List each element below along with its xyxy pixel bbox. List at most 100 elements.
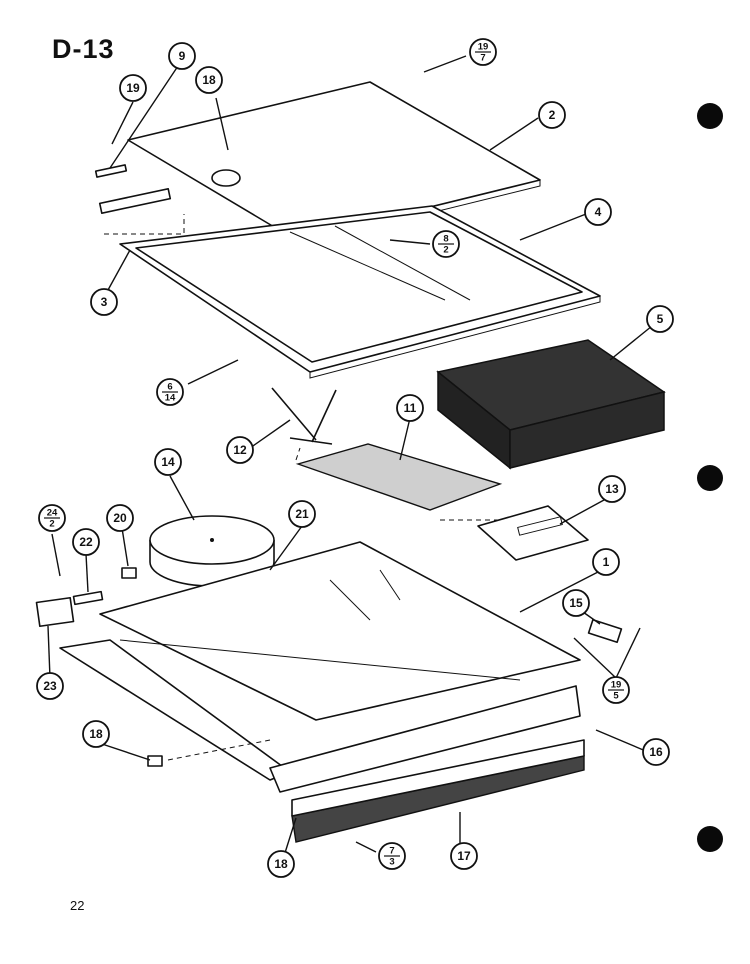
callout-circle bbox=[592, 548, 620, 576]
callout-circle bbox=[562, 589, 590, 617]
callout-fraction-bottom: 3 bbox=[389, 857, 394, 868]
callout-label: 9 bbox=[179, 49, 186, 63]
callout-c23: 23 bbox=[36, 672, 64, 700]
callout-label: 11 bbox=[404, 401, 417, 415]
callout-label: 17 bbox=[457, 849, 471, 863]
part-13-plate bbox=[477, 505, 589, 561]
diagram-title: D-13 bbox=[52, 34, 115, 64]
callout-circle bbox=[90, 288, 118, 316]
callout-fraction-bottom: 14 bbox=[165, 393, 176, 404]
callout-fraction-top: 19 bbox=[611, 680, 622, 691]
callout-c5: 5 bbox=[646, 305, 674, 333]
part-22-pin bbox=[72, 590, 104, 606]
callout-label: 18 bbox=[274, 857, 288, 871]
callout-c18a: 18 bbox=[195, 66, 223, 94]
callout-circle bbox=[168, 42, 196, 70]
callout-c19-7: 197 bbox=[469, 38, 497, 66]
callout-label: 22 bbox=[79, 535, 93, 549]
callout-c18c: 18 bbox=[267, 850, 295, 878]
callout-c19-5: 195 bbox=[602, 676, 630, 704]
callout-circle bbox=[642, 738, 670, 766]
callout-c15: 15 bbox=[562, 589, 590, 617]
callout-c8-2: 82 bbox=[432, 230, 460, 258]
callout-label: 2 bbox=[549, 108, 556, 122]
callout-c14: 14 bbox=[154, 448, 182, 476]
callout-circle bbox=[154, 448, 182, 476]
callout-c13: 13 bbox=[598, 475, 626, 503]
callout-c12: 12 bbox=[226, 436, 254, 464]
callout-fraction-top: 24 bbox=[47, 508, 58, 519]
part-15-hinge bbox=[587, 618, 623, 644]
part-17-grille bbox=[291, 739, 585, 843]
callout-fraction-bottom: 2 bbox=[443, 245, 448, 256]
part-5-filter-block bbox=[436, 339, 666, 470]
callout-c4: 4 bbox=[584, 198, 612, 226]
callout-circle bbox=[267, 850, 295, 878]
callout-fraction-bottom: 2 bbox=[49, 519, 54, 530]
callout-fraction-top: 19 bbox=[478, 42, 489, 53]
callout-circle bbox=[106, 504, 134, 532]
callout-c3: 3 bbox=[90, 288, 118, 316]
callout-label: 14 bbox=[161, 455, 175, 469]
callout-label: 18 bbox=[202, 73, 216, 87]
part-4-housing-frame bbox=[119, 205, 601, 379]
callout-c6-14: 614 bbox=[156, 378, 184, 406]
callout-c19a: 19 bbox=[119, 74, 147, 102]
callout-circle bbox=[288, 500, 316, 528]
part-3-bracket bbox=[94, 164, 172, 214]
callout-label: 20 bbox=[113, 511, 127, 525]
callout-c22: 22 bbox=[72, 528, 100, 556]
part-18-clip bbox=[211, 169, 241, 187]
callout-circle bbox=[538, 101, 566, 129]
callout-label: 23 bbox=[43, 679, 57, 693]
part-14-round-housing bbox=[149, 515, 275, 587]
leader-lines bbox=[47, 55, 653, 857]
part-16-base-frame bbox=[59, 639, 581, 793]
callout-circle bbox=[396, 394, 424, 422]
callout-fraction-top: 7 bbox=[389, 846, 394, 857]
callout-circle bbox=[82, 720, 110, 748]
callout-circle bbox=[226, 436, 254, 464]
callout-c18b: 18 bbox=[82, 720, 110, 748]
callout-label: 19 bbox=[126, 81, 140, 95]
callout-label: 5 bbox=[657, 312, 664, 326]
callout-c7-3: 73 bbox=[378, 842, 406, 870]
binder-hole-bottom bbox=[697, 826, 723, 852]
callout-c2: 2 bbox=[538, 101, 566, 129]
callout-label: 3 bbox=[101, 295, 108, 309]
part-20-switch bbox=[121, 567, 137, 579]
assembly-line bbox=[295, 447, 301, 461]
callout-circle bbox=[450, 842, 478, 870]
callout-fraction-bottom: 5 bbox=[613, 691, 619, 702]
callout-circle bbox=[598, 475, 626, 503]
callout-label: 21 bbox=[295, 507, 309, 521]
callout-label: 13 bbox=[605, 482, 619, 496]
callout-circle bbox=[72, 528, 100, 556]
callout-circle bbox=[195, 66, 223, 94]
callout-c1: 1 bbox=[592, 548, 620, 576]
callout-fraction-bottom: 7 bbox=[480, 53, 485, 64]
callout-label: 4 bbox=[595, 205, 602, 219]
callout-c24-2: 242 bbox=[38, 504, 66, 532]
callout-c9: 9 bbox=[168, 42, 196, 70]
callout-fraction-top: 6 bbox=[167, 382, 172, 393]
callout-label: 16 bbox=[649, 745, 663, 759]
callout-label: 12 bbox=[233, 443, 247, 457]
part-12-spring bbox=[271, 387, 337, 445]
callout-circle bbox=[646, 305, 674, 333]
callout-c11: 11 bbox=[396, 394, 424, 422]
assembly-line bbox=[104, 214, 185, 235]
callout-label: 15 bbox=[569, 596, 583, 610]
callout-circle bbox=[36, 672, 64, 700]
callout-circle bbox=[584, 198, 612, 226]
page-number: 22 bbox=[70, 898, 85, 913]
callout-label: 1 bbox=[603, 555, 610, 569]
callout-c20: 20 bbox=[106, 504, 134, 532]
callout-circle bbox=[119, 74, 147, 102]
part-18-clip-lower bbox=[147, 755, 163, 767]
callout-label: 18 bbox=[89, 727, 103, 741]
callout-c16: 16 bbox=[642, 738, 670, 766]
